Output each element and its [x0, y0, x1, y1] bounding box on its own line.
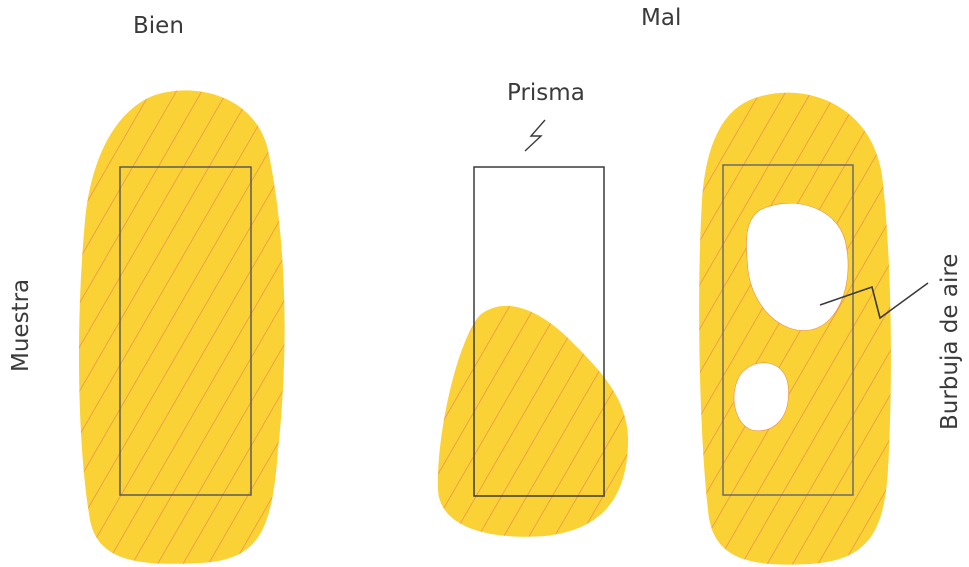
bad-title: Mal: [641, 5, 681, 31]
good-example: [79, 90, 285, 563]
air-bubble-small: [734, 363, 789, 431]
air-bubble-label: Burbuja de aire: [937, 254, 963, 430]
prism-leader-zigzag: [525, 120, 545, 151]
partial-sample-blob: [438, 306, 628, 537]
bad-example-bubbles: [699, 93, 928, 565]
bad-example-partial: Prisma: [438, 80, 628, 537]
good-sample-blob: [79, 90, 285, 563]
good-title: Bien: [133, 13, 184, 39]
sample-label: Muestra: [8, 279, 34, 372]
prism-label: Prisma: [507, 80, 585, 106]
